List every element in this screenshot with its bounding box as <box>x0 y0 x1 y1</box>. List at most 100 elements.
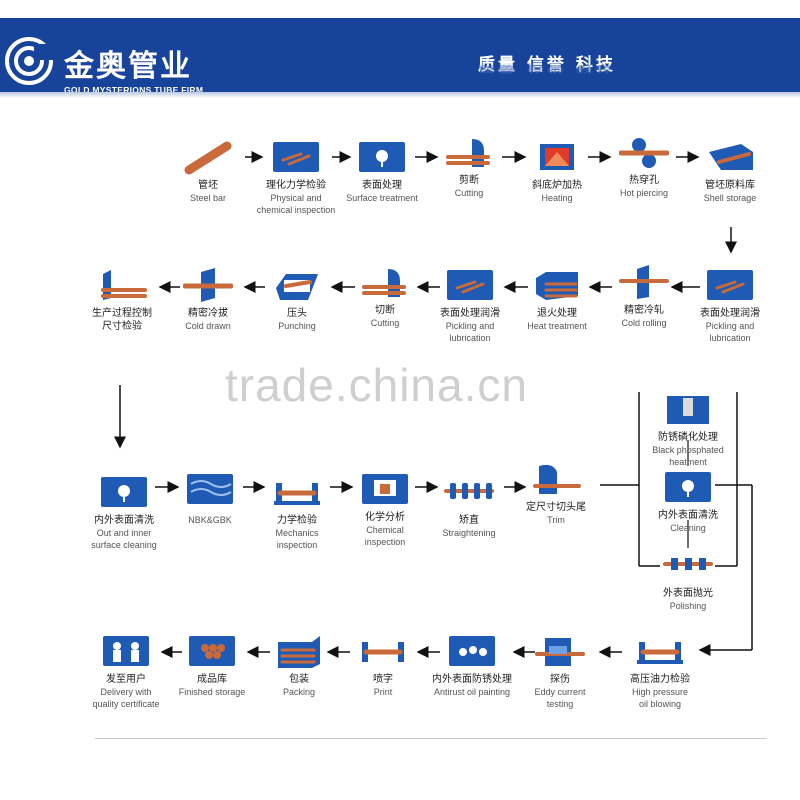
chemical-icon <box>362 474 408 504</box>
process-step: 表面处理 Surface treatment <box>322 140 442 204</box>
storage-icon <box>709 144 753 170</box>
step-label-en: Antirust oil painting <box>433 687 511 697</box>
pickling-icon <box>447 270 493 300</box>
fade-overlay <box>80 360 170 382</box>
step-label-cn: 管坯原料库 <box>705 180 755 191</box>
step-label-cn: 防锈磷化处理 <box>658 432 718 443</box>
eddy-current-icon <box>535 638 585 666</box>
step-label-en: inspection <box>364 537 406 547</box>
step-label-en: lubrication <box>449 333 491 343</box>
step-label-cn: 剪断 <box>459 175 479 186</box>
cleaning-icon <box>101 477 147 507</box>
step-label-en: Print <box>373 687 393 697</box>
nbk-icon <box>187 474 233 504</box>
step-label-cn: 化学分析 <box>365 512 405 523</box>
step-label-cn: 定尺寸切头尾 <box>526 502 586 513</box>
step-label-en: Cold drawn <box>185 321 231 331</box>
fade-overlay <box>690 348 770 368</box>
step-label-cn: 矫直 <box>459 515 479 526</box>
cutting-icon <box>446 139 490 167</box>
step-label-cn: 生产过程控制 <box>92 308 152 319</box>
mechanics-icon <box>274 483 320 505</box>
fade-overlay <box>430 348 520 368</box>
step-label-en: heatment <box>669 457 707 467</box>
process-step: 成品库 Finished storage <box>152 634 272 698</box>
step-label-en: Finished storage <box>178 687 246 697</box>
process-step: 精密冷拔 Cold drawn <box>148 268 268 332</box>
process-step: 防锈磷化处理 Black phosphated heatment <box>628 392 748 468</box>
step-label-en: Pickling and <box>445 321 495 331</box>
step-label-en: Heat treatment <box>527 321 587 331</box>
step-label-en: Polishing <box>669 601 707 611</box>
step-label-en: High pressure <box>631 687 689 697</box>
step-label-cn: 表面处理 <box>362 180 402 191</box>
step-label-cn: 退火处理 <box>537 308 577 319</box>
steel-bar-icon <box>184 141 232 175</box>
step-label-en: Cleaning <box>670 523 706 533</box>
step-label-en: Heating <box>541 193 573 203</box>
straightening-icon <box>444 483 494 499</box>
process-step: 高压油力检验 High pressure oil blowing <box>600 634 720 710</box>
step-label-cn: 管坯 <box>198 180 218 191</box>
process-control-icon <box>101 270 147 300</box>
step-label-en: oil blowing <box>638 699 682 709</box>
step-label-cn: 内外表面清洗 <box>658 510 718 521</box>
delivery-icon <box>103 636 149 666</box>
process-step: 管坯 Steel bar <box>148 140 268 204</box>
piercing-icon <box>619 138 669 168</box>
step-label-cn: 精密冷轧 <box>624 305 664 316</box>
antirust-icon <box>449 636 495 666</box>
step-label-cn-2: 尺寸检验 <box>102 321 142 332</box>
step-label-en: Punching <box>278 321 316 331</box>
cleaning-icon <box>665 472 711 502</box>
surface-treatment-icon <box>359 142 405 172</box>
inspection-icon <box>273 142 319 172</box>
step-label-cn: 喷字 <box>373 674 393 685</box>
step-label-en: Mechanics <box>275 528 319 538</box>
watermark-text: trade.china.cn <box>225 359 528 411</box>
process-step: 表面处理润滑 Pickling and lubrication <box>410 268 530 344</box>
trim-icon <box>533 464 581 494</box>
slogan: 质量 信誉 科技 <box>478 55 616 75</box>
step-label-cn: 表面处理润滑 <box>440 308 500 319</box>
header-banner: 金奥管业 GOLD MYSTERIONS TUBE FIRM 质量 信誉 科技 … <box>0 18 800 95</box>
step-label-en: Cutting <box>370 318 400 328</box>
step-label-en: surface cleaning <box>91 540 157 550</box>
brand-name-en: GOLD MYSTERIONS TUBE FIRM <box>64 85 204 95</box>
step-label-cn: 压头 <box>287 308 307 319</box>
cold-rolling-icon <box>619 265 669 299</box>
step-label-en: Steel bar <box>189 193 227 203</box>
step-label-en: Out and inner <box>96 528 152 538</box>
step-label-cn: 内外表面清洗 <box>94 515 154 526</box>
step-label-cn: 探伤 <box>550 674 570 685</box>
packing-icon <box>278 636 320 668</box>
bottom-divider <box>95 738 767 739</box>
step-label-en: chemical inspection <box>256 205 336 215</box>
step-label-cn: 包装 <box>289 674 309 685</box>
process-step: 内外表面清洗 Cleaning <box>628 470 748 534</box>
step-label-cn: 力学检验 <box>277 515 317 526</box>
process-step: 内外表面清洗 Out and inner surface cleaning <box>64 475 184 551</box>
process-step: 退火处理 Heat treatment <box>497 268 617 332</box>
step-label-cn: 成品库 <box>197 674 227 685</box>
step-label-en: Chemical <box>366 525 404 535</box>
step-label-en: Packing <box>282 687 316 697</box>
step-label-en: Black phosphated <box>652 445 724 455</box>
step-label-cn: 精密冷拔 <box>188 308 228 319</box>
furnace-icon <box>540 144 574 170</box>
step-label-en: Surface treatment <box>346 193 418 203</box>
process-step: 包装 Packing <box>239 634 359 698</box>
step-label-cn: 高压油力检验 <box>630 674 690 685</box>
